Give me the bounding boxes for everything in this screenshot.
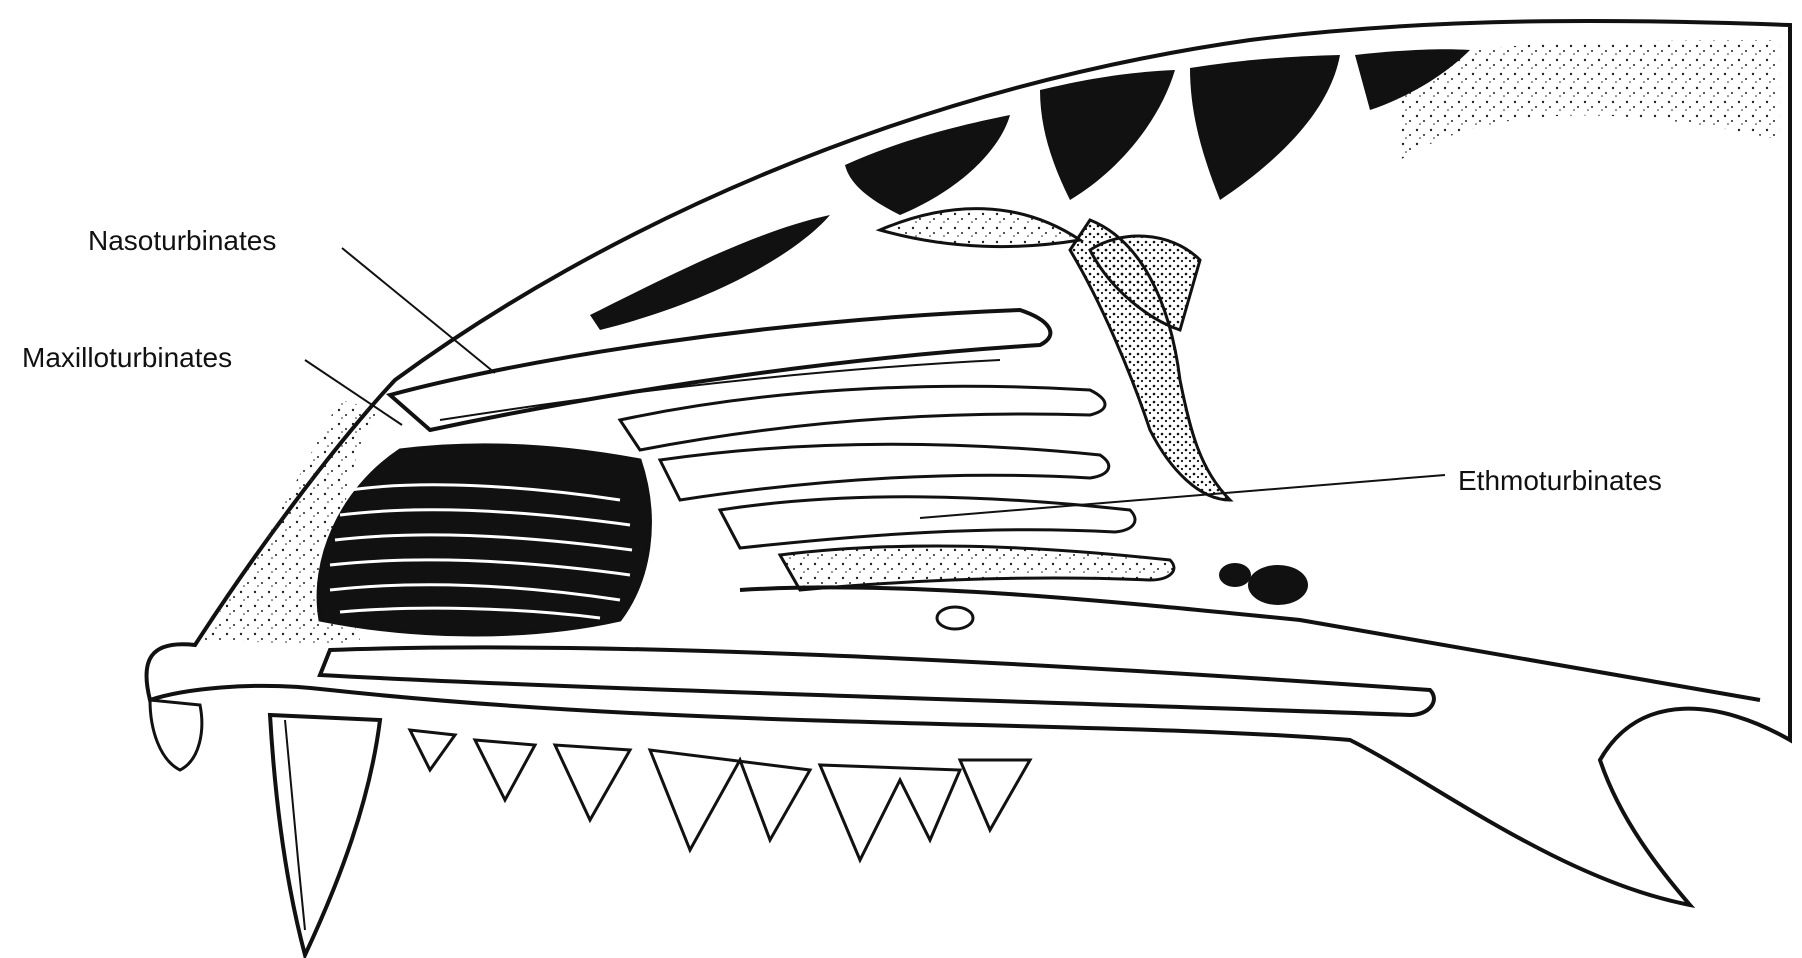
canine-tooth — [270, 715, 380, 955]
nasoturbinates-label: Nasoturbinates — [88, 225, 276, 256]
cheek-teeth — [410, 730, 1030, 860]
incisor-tooth — [150, 700, 202, 770]
ethmoturbinates-label: Ethmoturbinates — [1458, 465, 1662, 496]
maxilloturbinates-label: Maxilloturbinates — [22, 342, 232, 373]
nasoturbinates-leader — [342, 248, 495, 373]
